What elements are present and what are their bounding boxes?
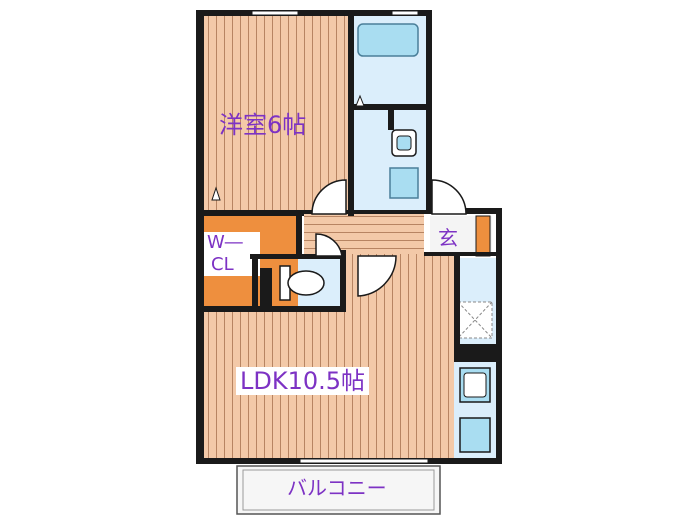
room-label-wic-line1: W― xyxy=(207,232,243,253)
window-top xyxy=(251,10,299,16)
balcony-inner xyxy=(242,469,435,511)
kitchen-sink-basin xyxy=(463,372,487,398)
window-balcony xyxy=(299,458,429,464)
washbasin-bowl xyxy=(396,135,412,151)
closet-marker xyxy=(211,186,221,201)
kitchen-stove xyxy=(459,417,491,453)
window-bath xyxy=(391,10,419,16)
western-room-floor xyxy=(204,16,348,210)
room-label-western: 洋室6帖 xyxy=(219,111,307,139)
balcony-area xyxy=(236,465,441,515)
door-swings xyxy=(311,179,467,297)
bathtub xyxy=(357,23,419,57)
washing-machine-pan xyxy=(389,167,419,199)
room-label-wic-line2: CL xyxy=(211,254,234,275)
wash-marker xyxy=(355,94,365,107)
room-label-entrance: 玄 xyxy=(438,226,458,250)
fridge-cross xyxy=(457,301,493,339)
room-label-ldk: LDK10.5帖 xyxy=(236,367,370,395)
entrance-shoebox xyxy=(475,215,491,257)
toilet-bowl xyxy=(287,270,325,296)
room-label-balcony: バルコニー xyxy=(287,476,387,500)
fridge-cross xyxy=(457,301,493,339)
